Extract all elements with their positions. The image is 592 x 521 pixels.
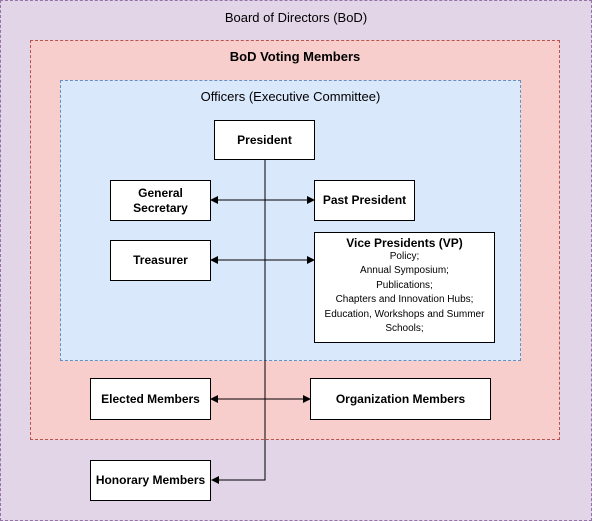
treasurer-label: Treasurer xyxy=(133,253,188,267)
vice-presidents-node: Vice Presidents (VP) Policy; Annual Symp… xyxy=(314,232,495,343)
general-secretary-node: General Secretary xyxy=(110,180,211,221)
treasurer-node: Treasurer xyxy=(110,240,211,281)
vp-item: Annual Symposium; xyxy=(360,265,449,277)
vp-item: Policy; xyxy=(389,251,420,262)
honorary-members-node: Honorary Members xyxy=(90,460,211,501)
general-secretary-label: General Secretary xyxy=(133,185,188,215)
vice-presidents-title: Vice Presidents (VP) xyxy=(346,236,463,250)
officers-title: Officers (Executive Committee) xyxy=(200,89,381,104)
vp-item: Chapters and Innovation Hubs; xyxy=(335,294,474,306)
board-of-directors-title: Board of Directors (BoD) xyxy=(224,10,368,25)
president-node: President xyxy=(214,120,315,160)
elected-members-node: Elected Members xyxy=(90,378,211,420)
organization-members-label: Organization Members xyxy=(335,391,466,406)
president-label: President xyxy=(237,132,292,147)
vp-item: Schools; xyxy=(385,323,424,335)
past-president-label: Past President xyxy=(322,193,407,207)
honorary-members-label: Honorary Members xyxy=(95,473,206,487)
elected-members-label: Elected Members xyxy=(101,391,200,406)
president-trunk-line xyxy=(211,160,266,484)
vp-item: Education, Workshops and Summer xyxy=(324,308,485,320)
vp-item: Publications; xyxy=(376,279,433,291)
voting-members-title: BoD Voting Members xyxy=(229,49,361,64)
past-president-node: Past President xyxy=(314,180,415,221)
organization-members-node: Organization Members xyxy=(310,378,491,420)
